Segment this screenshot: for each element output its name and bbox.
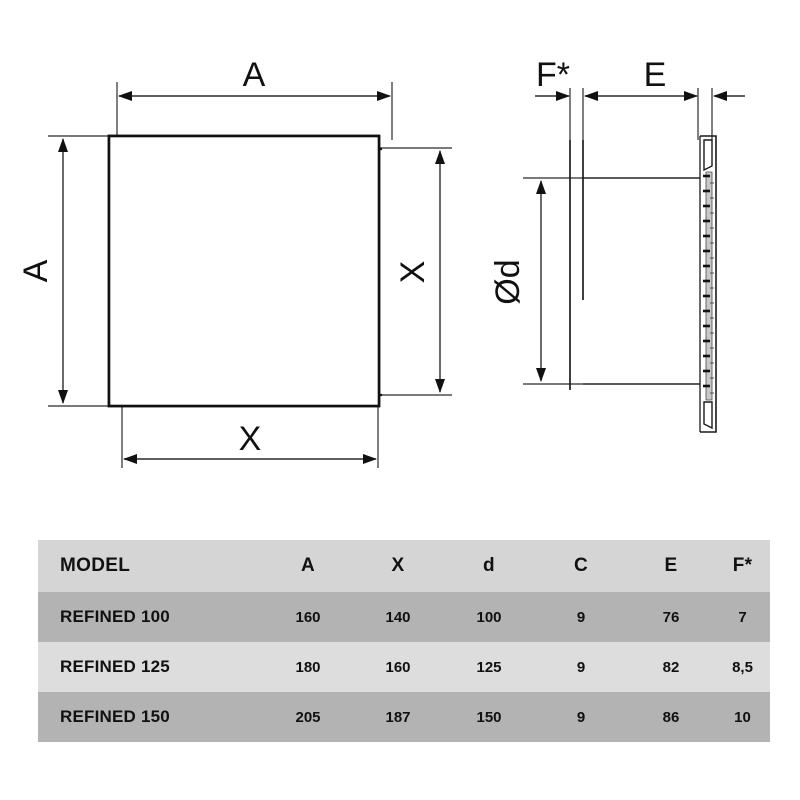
specification-table: MODEL A X d C E F* REFINED 100 160 140 1… [38, 540, 770, 742]
grille-profile [699, 135, 717, 433]
cell-d: 100 [476, 608, 502, 626]
dim-label-e: E [644, 56, 667, 94]
dim-label-f-star: F* [536, 56, 570, 94]
dim-label-a-left: A [17, 259, 55, 282]
table-header: MODEL A X d C E F* [38, 540, 770, 592]
cell-a: 205 [295, 708, 321, 726]
front-view-group: A A X X [17, 56, 452, 468]
cell-f: 7 [738, 608, 747, 626]
dimension-a-left: A [17, 135, 112, 407]
table-body: REFINED 100 160 140 100 9 76 7 REFINED 1… [38, 592, 770, 742]
column-header-a: A [300, 555, 316, 576]
cell-e: 76 [662, 608, 680, 626]
cell-f: 10 [734, 708, 751, 726]
dimension-diameter-d: Ød [489, 177, 700, 385]
column-header-c: C [573, 555, 589, 576]
cell-d: 125 [476, 658, 502, 676]
cell-model: REFINED 100 [60, 607, 170, 626]
table-row: REFINED 100 160 140 100 9 76 7 [38, 592, 770, 642]
column-header-e: E [664, 555, 678, 576]
cell-c: 9 [576, 608, 586, 626]
cell-model: REFINED 125 [60, 657, 170, 676]
dimension-a-top: A [116, 56, 393, 140]
dim-label-x-right: X [394, 261, 432, 284]
dimension-x-bottom: X [121, 400, 379, 468]
dimension-f-star: F* [535, 56, 584, 390]
cell-e: 82 [662, 658, 680, 676]
column-header-x: X [391, 555, 405, 576]
cell-d: 150 [476, 708, 502, 726]
dimension-e: E [584, 56, 745, 140]
column-header-d: d [483, 555, 495, 576]
cell-c: 9 [576, 708, 586, 726]
cell-a: 160 [295, 608, 321, 626]
dim-label-diameter-d: Ød [489, 259, 527, 304]
side-view-group: F* E Ød [489, 56, 745, 433]
table-row: REFINED 125 180 160 125 9 82 8,5 [38, 642, 770, 692]
table-header-row: MODEL A X d C E F* [38, 540, 770, 592]
cell-x: 140 [385, 608, 411, 626]
cell-x: 187 [385, 708, 411, 726]
drawing-canvas: A A X X [17, 56, 745, 468]
cell-a: 180 [295, 658, 321, 676]
duct-spigot [569, 140, 700, 390]
specification-table-wrapper: MODEL A X d C E F* REFINED 100 160 140 1… [38, 540, 770, 742]
column-header-f: F* [732, 555, 753, 576]
dim-label-a-top: A [243, 56, 266, 94]
cell-model: REFINED 150 [60, 707, 170, 726]
column-header-model: MODEL [60, 555, 131, 576]
cell-x: 160 [385, 658, 411, 676]
cell-c: 9 [576, 658, 586, 676]
dimension-x-right: X [378, 147, 452, 396]
table-row: REFINED 150 205 187 150 9 86 10 [38, 692, 770, 742]
dim-label-x-bottom: X [239, 420, 262, 458]
cell-f: 8,5 [732, 658, 753, 676]
cell-e: 86 [662, 708, 680, 726]
